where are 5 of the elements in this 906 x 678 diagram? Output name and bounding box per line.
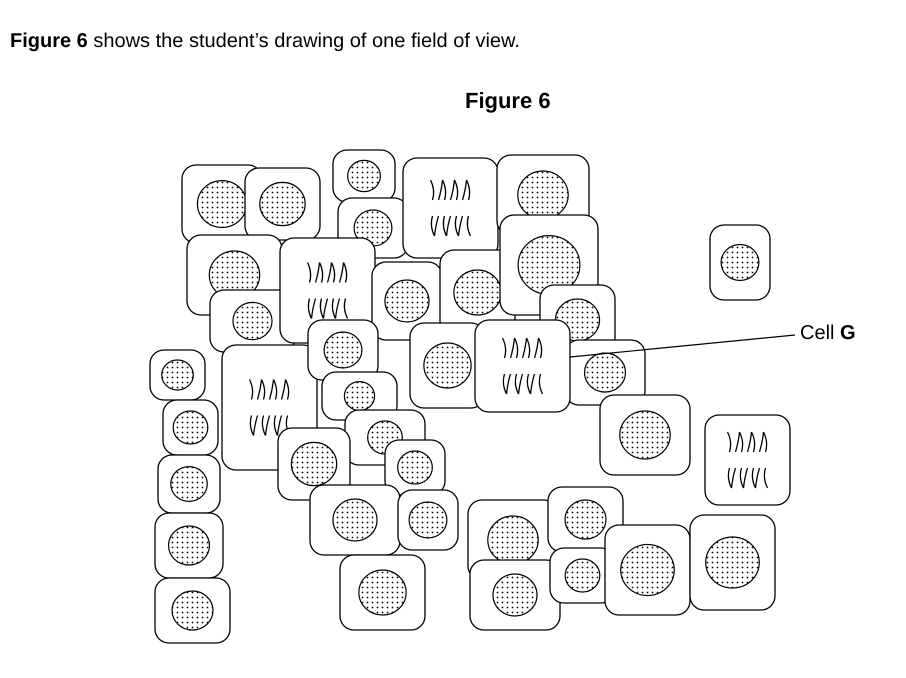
leader-line	[570, 334, 796, 358]
question-text: Figure 6 shows the student’s drawing of one field of view.	[10, 30, 520, 53]
cell-label: Cell G	[800, 322, 856, 345]
dividing-cell	[474, 319, 571, 413]
figure-title: Figure 6	[465, 88, 551, 114]
